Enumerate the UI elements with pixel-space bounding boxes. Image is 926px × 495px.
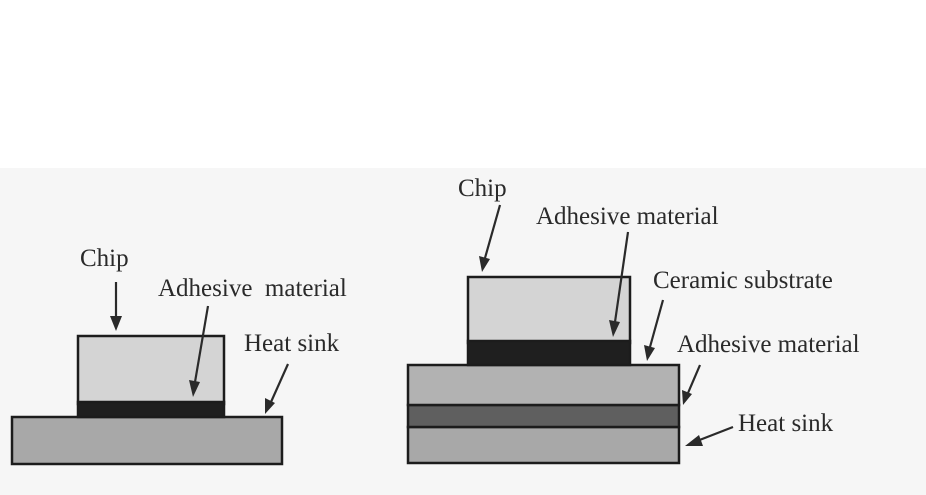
left-adhesive-arrow [189,305,210,397]
left-heat-sink-label: Heat sink [244,330,340,357]
right-chip [466,275,632,345]
right-heat-sink-arrow [685,425,734,446]
right-adhesive-bottom-arrow [682,364,702,405]
left-adhesive-layer [76,400,226,419]
right-adhesive-top-label: Adhesive material [536,203,719,230]
right-chip-arrow [479,204,502,272]
right-adhesive-bottom-label: Adhesive material [677,331,860,358]
left-chip-label: Chip [80,245,129,272]
left-adhesive-label: Adhesive material [158,275,347,302]
left-heat-sink [10,415,284,466]
right-ceramic-label: Ceramic substrate [653,267,833,294]
right-chip-label: Chip [458,175,507,202]
right-adhesive-top-arrow [609,231,630,337]
left-chip-arrow [110,282,122,331]
left-chip [76,334,226,406]
right-heat-sink [406,425,681,465]
right-adhesive-layer-top [466,339,632,367]
left-heat-sink-arrow [265,363,290,414]
right-heat-sink-label: Heat sink [738,410,834,437]
right-ceramic-substrate [406,363,681,407]
right-adhesive-layer-bottom [406,403,681,429]
right-ceramic-arrow [644,299,665,361]
right-assembly: Chip Adhesive material Ceramic substrate… [406,175,860,465]
left-assembly: Chip Adhesive material Heat sink [10,245,347,466]
